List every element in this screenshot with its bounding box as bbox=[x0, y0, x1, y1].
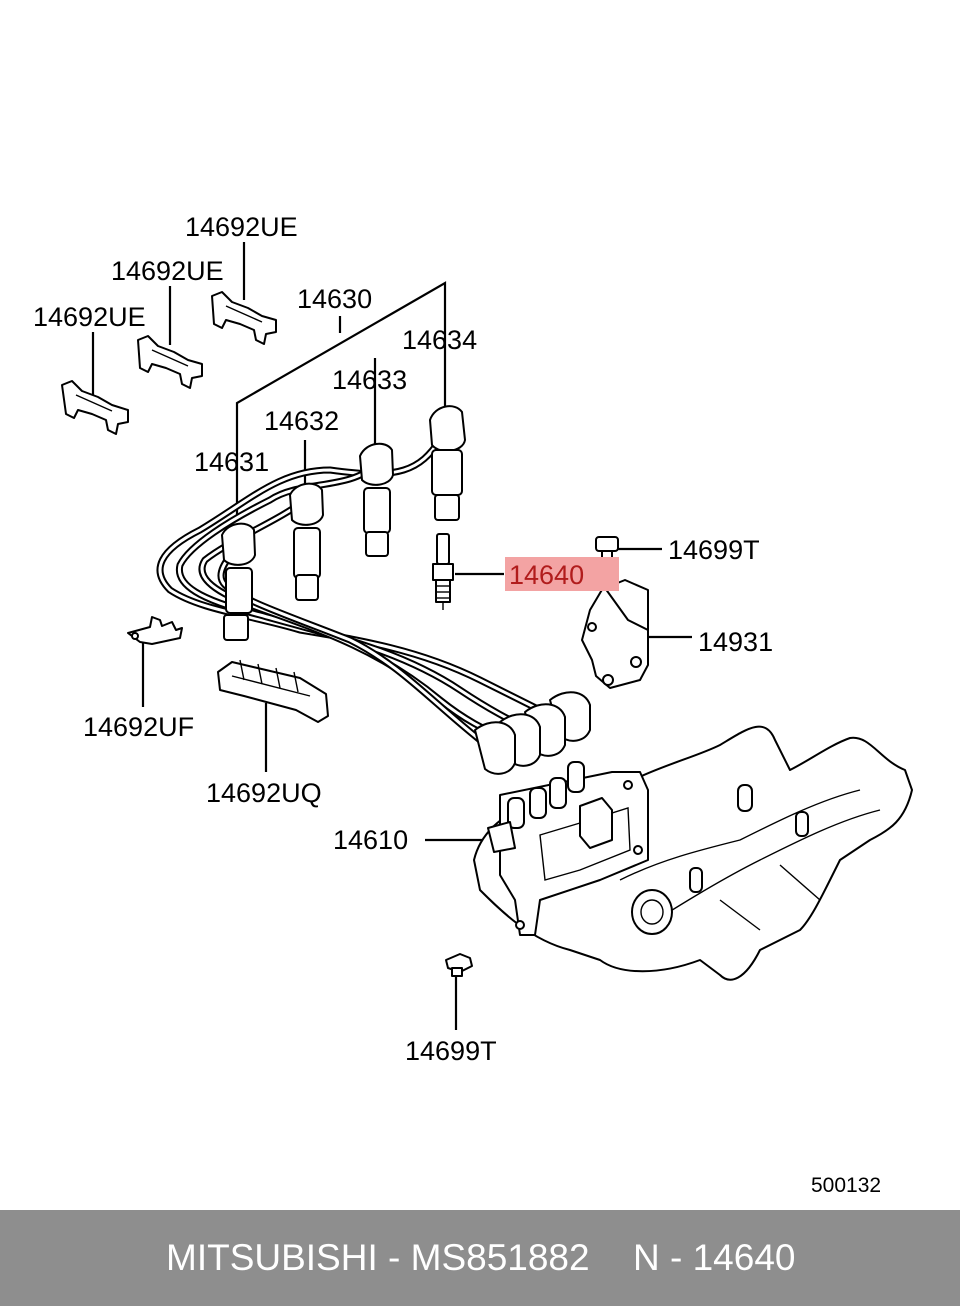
plug-boot-14631 bbox=[221, 522, 256, 641]
callout-14633: 14633 bbox=[332, 365, 407, 395]
coil-end-boots bbox=[474, 691, 591, 775]
callout-14630: 14630 bbox=[297, 284, 372, 314]
parts-diagram: 14692UE 14692UE 14692UE 14630 14634 1463… bbox=[33, 212, 913, 1197]
callout-14692uq: 14692UQ bbox=[206, 778, 322, 808]
bolt-14699t-bottom bbox=[445, 953, 473, 977]
plug-boot-14634 bbox=[429, 405, 466, 521]
holder-14692uq bbox=[217, 659, 329, 723]
callout-14610: 14610 bbox=[333, 825, 408, 855]
ignition-leads bbox=[156, 436, 564, 744]
bracket-14692uf bbox=[127, 616, 183, 645]
drawing-number: 500132 bbox=[811, 1174, 881, 1197]
callout-14692ue-mid: 14692UE bbox=[111, 256, 224, 286]
callout-14699t-bottom: 14699T bbox=[405, 1036, 497, 1066]
ignition-coil-14610 bbox=[487, 761, 649, 936]
callout-14631: 14631 bbox=[194, 447, 269, 477]
footer-reference: N - 14640 bbox=[633, 1237, 796, 1278]
callout-14699t-top: 14699T bbox=[668, 535, 760, 565]
bracket-14931 bbox=[581, 579, 649, 689]
callout-14931: 14931 bbox=[698, 627, 773, 657]
callout-14634: 14634 bbox=[402, 325, 477, 355]
callout-14692uf: 14692UF bbox=[83, 712, 194, 742]
clip-14692ue-top bbox=[211, 291, 277, 345]
callout-14640: 14640 bbox=[509, 560, 584, 590]
leader-lines bbox=[91, 242, 692, 1030]
plug-boot-14632 bbox=[289, 482, 324, 601]
footer-bar: MITSUBISHI - MS851882 N - 14640 bbox=[0, 1210, 960, 1306]
clip-14692ue-bottom bbox=[61, 380, 129, 435]
highlight-14640 bbox=[505, 557, 619, 591]
clip-14692ue-mid bbox=[137, 335, 203, 389]
plug-boot-14633 bbox=[359, 442, 394, 557]
spark-plug-14640 bbox=[432, 533, 454, 610]
footer-brand-part-number: MITSUBISHI - MS851882 bbox=[166, 1237, 590, 1278]
callout-labels: 14692UE 14692UE 14692UE 14630 14634 1463… bbox=[33, 212, 881, 1197]
callout-14692ue-bottom: 14692UE bbox=[33, 302, 146, 332]
callout-14692ue-top: 14692UE bbox=[185, 212, 298, 242]
callout-14632: 14632 bbox=[264, 406, 339, 436]
